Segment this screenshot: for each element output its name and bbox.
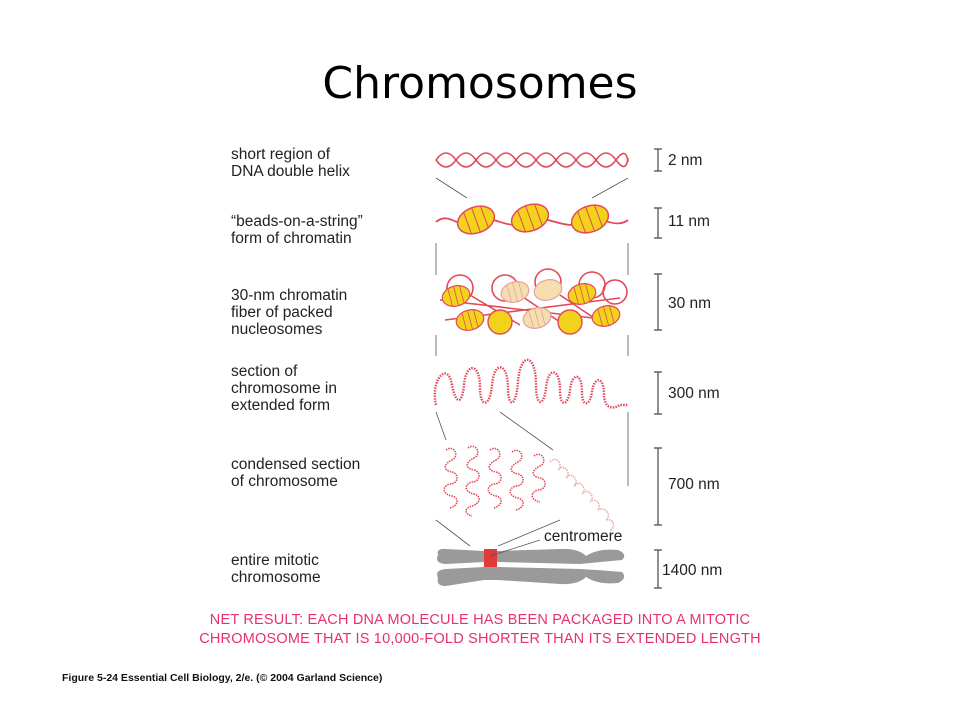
size-700nm: 700 nm [668, 476, 720, 493]
nucleosome-bead [522, 307, 552, 329]
chromatid-upper [437, 548, 625, 564]
slide-title: Chromosomes [322, 58, 638, 109]
size-300nm: 300 nm [668, 385, 720, 402]
label-30nm-fiber: 30-nm chromatin fiber of packed nucleoso… [231, 287, 348, 338]
centromere-label: centromere [544, 528, 623, 545]
extended-loops [433, 358, 628, 409]
size-1400nm: 1400 nm [662, 562, 723, 579]
chromatid-lower [437, 567, 625, 586]
bracket-300nm [654, 371, 662, 415]
size-2nm: 2 nm [668, 152, 703, 169]
beads-on-string [435, 203, 629, 235]
nucleosome-bead [455, 309, 485, 331]
nucleosome-bead [567, 283, 597, 305]
nucleosome-bead [533, 279, 563, 301]
nucleosome-bead [557, 309, 583, 335]
bracket-700nm [654, 447, 662, 526]
bracket-2nm [654, 148, 662, 172]
nucleosome-bead [500, 281, 530, 303]
size-30nm: 30 nm [668, 295, 712, 312]
dna-double-helix [435, 152, 629, 168]
label-dna-helix: short region of DNA double helix [231, 146, 350, 180]
label-condensed-section: condensed section of chromosome [231, 456, 361, 490]
centromere-mark [484, 549, 497, 567]
size-brackets [654, 148, 662, 589]
nucleosome-bead [456, 205, 496, 235]
nucleosome-bead [441, 285, 471, 307]
size-11nm: 11 nm [668, 213, 710, 230]
label-beads-on-string: “beads-on-a-string” form of chromatin [231, 213, 363, 247]
nucleosome-bead [591, 305, 621, 327]
nucleosome-bead [487, 309, 513, 335]
bracket-1400nm [654, 549, 662, 589]
condensed-section [443, 445, 615, 531]
bracket-11nm [654, 207, 662, 239]
helix-strand-b [435, 152, 629, 168]
mitotic-chromosome [437, 539, 625, 586]
label-extended-section: section of chromosome in extended form [231, 363, 337, 414]
label-mitotic-chromosome: entire mitotic chromosome [231, 552, 321, 586]
30nm-fiber [439, 268, 628, 335]
nucleosome-bead [570, 204, 610, 234]
bracket-30nm [654, 273, 662, 331]
net-result-line-1: NET RESULT: EACH DNA MOLECULE HAS BEEN P… [209, 612, 751, 628]
connector-lines [435, 177, 629, 547]
figure-caption: Figure 5-24 Essential Cell Biology, 2/e.… [62, 672, 383, 684]
net-result-line-2: CHROMOSOME THAT IS 10,000-FOLD SHORTER T… [199, 631, 761, 647]
nucleosome-bead [510, 203, 550, 233]
